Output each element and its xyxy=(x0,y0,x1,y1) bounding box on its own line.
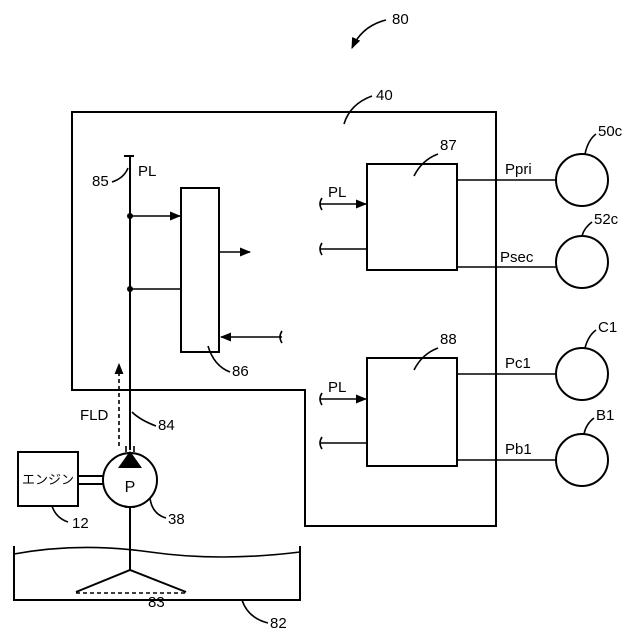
cylinder-50c-label: 50c xyxy=(598,123,623,140)
strainer xyxy=(76,570,186,592)
oil-passage-84-label: 84 xyxy=(158,417,175,434)
valve-87-pl-label: PL xyxy=(328,184,346,201)
cylinder-50c-leader xyxy=(585,134,596,154)
oil-passage-84-leader xyxy=(132,412,156,426)
brake-b1-leader xyxy=(584,418,594,434)
ppri-label: Ppri xyxy=(505,161,532,178)
cylinder-50c xyxy=(556,154,608,206)
controller-ref-label: 40 xyxy=(376,87,393,104)
oil-passage-85-label: 85 xyxy=(92,173,109,190)
clutch-c1-leader xyxy=(585,330,596,348)
clutch-c1 xyxy=(556,348,608,400)
fld-label: FLD xyxy=(80,407,109,424)
clutch-c1-label: C1 xyxy=(598,319,617,336)
engine-label: エンジン xyxy=(22,472,74,487)
pump-label: P xyxy=(125,479,136,496)
pump-ref-leader xyxy=(150,498,166,518)
oil-pan-ref-leader xyxy=(242,600,268,623)
pc1-label: Pc1 xyxy=(505,355,531,372)
brake-b1 xyxy=(556,434,608,486)
cylinder-52c-label: 52c xyxy=(594,211,619,228)
valve-88-ref-label: 88 xyxy=(440,331,457,348)
cylinder-52c-leader xyxy=(582,222,592,236)
valve-86 xyxy=(181,188,219,352)
controller-ref-leader xyxy=(344,96,372,124)
oil-pan xyxy=(14,546,300,600)
oil-level xyxy=(14,547,300,557)
pb1-label: Pb1 xyxy=(505,441,532,458)
system-ref-arrow xyxy=(352,20,386,48)
valve-88 xyxy=(367,358,457,466)
strainer-ref-label: 83 xyxy=(148,594,165,611)
brake-b1-label: B1 xyxy=(596,407,614,424)
line-pressure-label: PL xyxy=(138,163,156,180)
oil-pan-ref-label: 82 xyxy=(270,615,287,632)
valve-86-ref-label: 86 xyxy=(232,363,249,380)
valve-87-ref-label: 87 xyxy=(440,137,457,154)
system-ref-label: 80 xyxy=(392,11,409,28)
valve-87 xyxy=(367,164,457,270)
valve-88-pl-label: PL xyxy=(328,379,346,396)
psec-label: Psec xyxy=(500,249,534,266)
oil-passage-85-leader xyxy=(112,168,128,182)
pump-ref-label: 38 xyxy=(168,511,185,528)
cylinder-52c xyxy=(556,236,608,288)
engine-ref-leader xyxy=(52,506,68,522)
engine-ref-label: 12 xyxy=(72,515,89,532)
